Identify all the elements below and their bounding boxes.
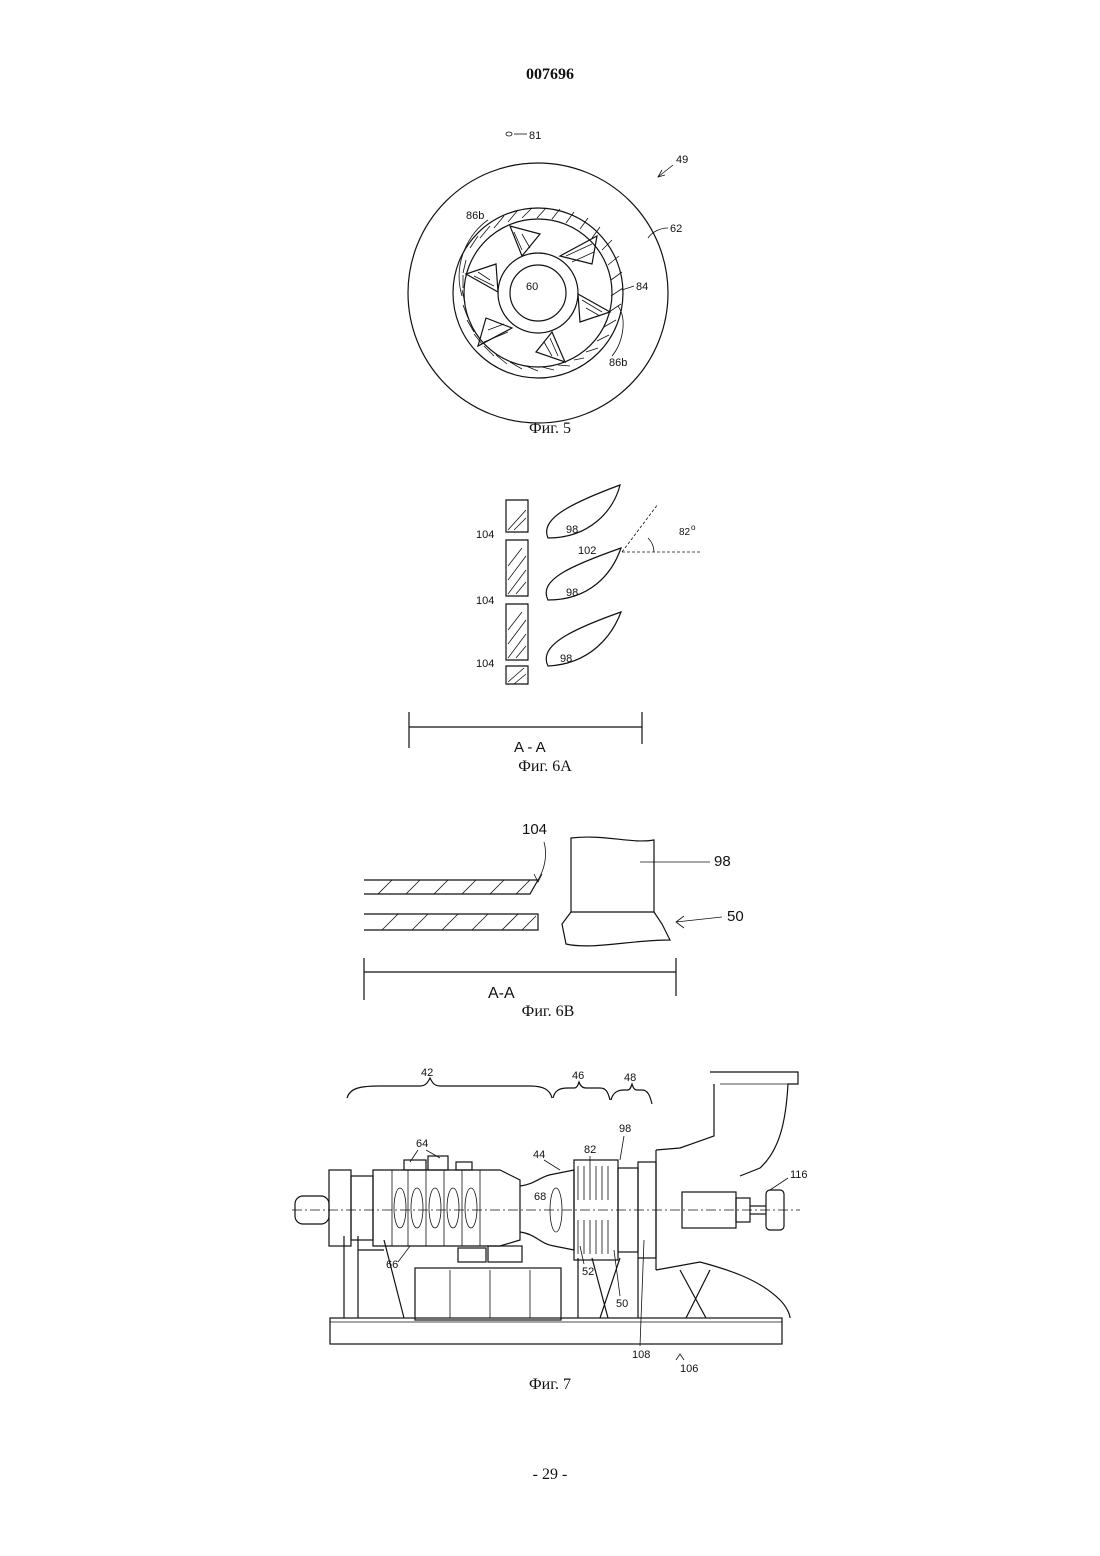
fig7-exhaust-stack (710, 1072, 798, 1176)
fig5-label-81: 81 (529, 130, 541, 142)
fig5-label-60: 60 (526, 281, 538, 293)
fig6a-label-98-c: 98 (560, 653, 572, 665)
fig7-label-46: 46 (572, 1070, 584, 1082)
fig6a-caption: Фиг. 6A (445, 758, 645, 776)
fig6a-vane-3 (546, 612, 621, 666)
fig6a-label-104-b: 104 (476, 595, 494, 607)
page-number: - 29 - (0, 1466, 1100, 1484)
fig6a-section-label: A - A (514, 739, 546, 756)
fig7-label-44: 44 (533, 1149, 545, 1161)
fig6b-section-label: A-A (488, 985, 515, 1002)
fig7-brace-46 (553, 1082, 610, 1100)
fig6b-label-98: 98 (714, 853, 731, 870)
fig6b-vane (571, 837, 654, 912)
fig7-label-52: 52 (582, 1266, 594, 1278)
fig7-label-64: 64 (416, 1138, 428, 1150)
fig6b-platform (562, 912, 670, 946)
fig7-brace-42 (347, 1078, 552, 1098)
fig6a-vane-1 (547, 485, 620, 538)
fig6a-label-98-b: 98 (566, 587, 578, 599)
fig7-label-42: 42 (421, 1067, 433, 1079)
fig7-label-108: 108 (632, 1349, 650, 1361)
fig7-brace-48 (611, 1084, 652, 1104)
fig6b-label-50: 50 (727, 908, 744, 925)
fig6a-label-104-a: 104 (476, 529, 494, 541)
fig7-caption: Фиг. 7 (450, 1376, 650, 1394)
fig5-drawing: 81 49 (408, 130, 688, 423)
fig6a-label-104-c: 104 (476, 658, 494, 670)
fig6b-drawing: 104 98 50 A-A (364, 821, 744, 1002)
fig5-label-84: 84 (636, 281, 648, 293)
fig7-label-66: 66 (386, 1259, 398, 1271)
fig5-caption: Фиг. 5 (450, 420, 650, 438)
fig6a-angle-unit: o (691, 523, 696, 532)
fig5-label-49: 49 (676, 154, 688, 166)
fig7-label-106: 106 (680, 1363, 698, 1375)
fig6a-label-102: 102 (578, 545, 596, 557)
fig6a-angle-label: 82 (679, 527, 691, 538)
fig7-label-48: 48 (624, 1072, 636, 1084)
fig6a-label-98-a: 98 (566, 524, 578, 536)
fig7-label-82: 82 (584, 1144, 596, 1156)
fig7-exhaust-volute (656, 1262, 790, 1318)
fig6b-label-104: 104 (522, 821, 547, 838)
fig5-label-86b-bottom: 86b (609, 357, 627, 369)
fig7-compressor-casing (373, 1170, 520, 1246)
fig7-gearbox (415, 1268, 561, 1320)
fig5-label-86b-top: 86b (466, 210, 484, 222)
fig7-label-50: 50 (616, 1298, 628, 1310)
fig7-label-68: 68 (534, 1191, 546, 1203)
fig7-label-98: 98 (619, 1123, 631, 1135)
fig6b-caption: Фиг. 6B (448, 1003, 648, 1021)
fig5-outer-casing (408, 163, 668, 423)
fig7-label-116: 116 (790, 1169, 808, 1181)
fig5-label-62: 62 (670, 223, 682, 235)
fig7-drawing: 42 46 48 (292, 1067, 808, 1375)
fig6a-drawing: 98 98 98 102 82 o 104 104 104 A - A (409, 485, 700, 756)
